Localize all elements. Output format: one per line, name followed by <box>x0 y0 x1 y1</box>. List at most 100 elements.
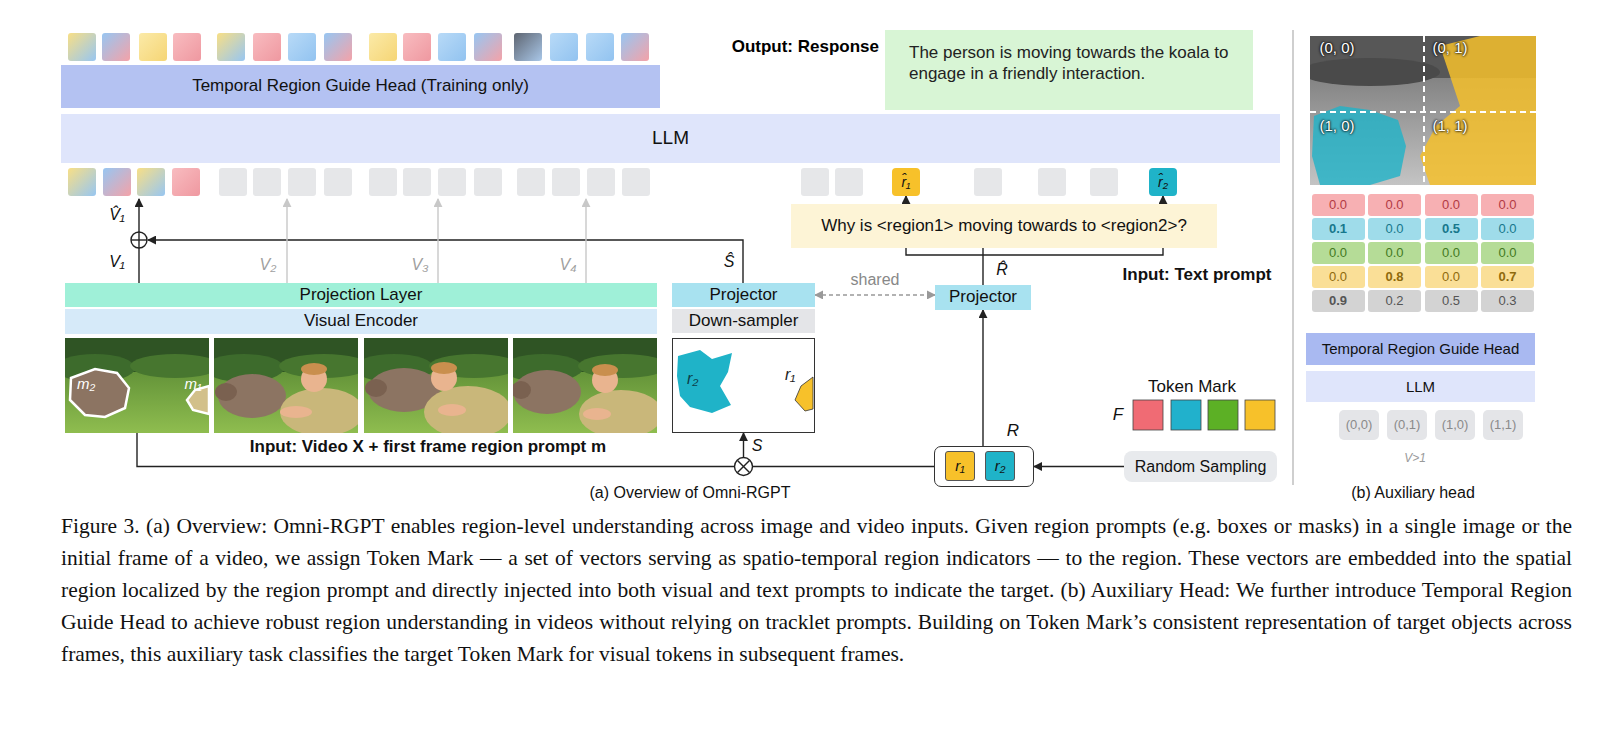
svg-rect <box>517 168 545 196</box>
svg-circle <box>131 232 147 248</box>
node-text: Projection Layer <box>300 285 423 305</box>
text-label: V₂ <box>260 255 277 274</box>
node-text: Output: Response <box>732 36 879 57</box>
svg-rect <box>253 168 281 196</box>
text-label: (0, 0) <box>1319 39 1354 57</box>
sampler-box: Down-sampler <box>672 309 815 333</box>
mask-image <box>672 338 815 433</box>
svg-rect <box>1310 36 1536 185</box>
svg-ellipse <box>215 383 237 401</box>
token-mark-squares <box>1133 400 1275 430</box>
node-text: The person is moving towards the koala t… <box>909 42 1235 85</box>
node-text: Why is <region1> moving towards to <regi… <box>821 216 1187 236</box>
svg-polyline <box>137 433 735 467</box>
bracket-line <box>906 248 1163 255</box>
svg-rect <box>1090 168 1118 196</box>
svg-rect <box>369 33 397 61</box>
svg-ellipse <box>365 379 387 397</box>
text-label: S <box>752 436 763 455</box>
svg-rect <box>217 33 245 61</box>
node-text: r̂₂ <box>1158 174 1168 191</box>
svg-rect <box>1245 400 1275 430</box>
grid-token: (0,0) <box>1339 410 1379 440</box>
node-text: LLM <box>652 127 689 150</box>
svg-polygon <box>1312 106 1406 185</box>
svg-ellipse <box>424 386 508 433</box>
response-box: Output: ResponseThe person is moving tow… <box>885 30 1253 110</box>
node-text: Temporal Region Guide Head (Training onl… <box>192 76 529 96</box>
connector <box>744 433 935 467</box>
text-label: Input: Text prompt <box>1123 265 1272 285</box>
svg-polygon <box>677 350 732 413</box>
projector-box: Projector <box>935 285 1031 310</box>
video-frame <box>65 338 209 433</box>
text-label: R̂ <box>996 260 1008 279</box>
node-text: r₂ <box>995 457 1006 475</box>
node-text: Temporal Region Guide Head <box>1322 340 1520 358</box>
table-cell: 0.8 <box>1368 266 1421 288</box>
svg-polygon <box>795 377 813 411</box>
llm-band: LLM <box>61 114 1280 163</box>
node-text: (0,1) <box>1394 417 1421 433</box>
svg-rect <box>587 168 615 196</box>
svg-line <box>437 199 438 283</box>
text-label: V₃ <box>411 255 428 274</box>
svg-ellipse <box>579 390 657 433</box>
connector <box>815 294 935 295</box>
svg-rect <box>1208 400 1238 430</box>
text-label: (1, 0) <box>1319 117 1354 135</box>
head-band: Temporal Region Guide Head (Training onl… <box>61 65 660 108</box>
svg-rect <box>102 33 130 61</box>
svg-rect <box>288 33 316 61</box>
text-label: (0, 1) <box>1432 39 1467 57</box>
svg-rect <box>550 33 578 61</box>
table-cell: 0.0 <box>1425 242 1478 264</box>
svg-rect <box>324 168 352 196</box>
process-box: Random Sampling <box>1124 451 1277 482</box>
table-cell: 0.9 <box>1312 290 1365 312</box>
svg-rect <box>172 168 200 196</box>
table-cell: 0.5 <box>1425 290 1478 312</box>
svg-ellipse <box>301 363 327 375</box>
table-cell: 0.0 <box>1368 218 1421 240</box>
region-token: r̂₂ <box>1149 168 1177 196</box>
region-token: r₂ <box>985 451 1015 481</box>
table-cell: 0.5 <box>1425 218 1478 240</box>
table-cell: 0.3 <box>1481 290 1534 312</box>
table-cell: 0.0 <box>1481 242 1534 264</box>
svg-rect <box>514 33 542 61</box>
svg-rect <box>253 33 281 61</box>
text-label: Input: Video X + first frame region prom… <box>250 437 606 457</box>
svg-line <box>138 199 139 232</box>
svg-rect <box>68 33 96 61</box>
svg-polygon <box>70 369 129 417</box>
svg-ellipse <box>279 354 358 378</box>
table-cell: 0.0 <box>1481 218 1534 240</box>
video-frame <box>513 338 657 433</box>
svg-rect <box>288 168 316 196</box>
table-cell: 0.1 <box>1312 218 1365 240</box>
grid-token: (1,1) <box>1483 410 1523 440</box>
group-box: Rr₁r₂ <box>934 446 1034 487</box>
head-band: Temporal Region Guide Head <box>1306 333 1535 365</box>
svg-line <box>138 248 139 283</box>
node-text: Random Sampling <box>1135 457 1267 476</box>
svg-rect <box>1133 400 1163 430</box>
svg-rect <box>586 33 614 61</box>
svg-rect <box>801 168 829 196</box>
text-label: m₁ <box>184 375 201 393</box>
table-cell: 0.0 <box>1368 242 1421 264</box>
svg-rect <box>835 168 863 196</box>
table-cell: 0.0 <box>1425 266 1478 288</box>
svg-polygon <box>1420 36 1536 185</box>
text-label: m₂ <box>77 375 95 393</box>
table-cell: 0.0 <box>1312 194 1365 216</box>
table-cell: 0.2 <box>1368 290 1421 312</box>
svg-ellipse <box>130 354 209 378</box>
table-cell: 0.0 <box>1312 266 1365 288</box>
svg-rect <box>474 33 502 61</box>
svg-rect <box>139 33 167 61</box>
node-text: Projector <box>949 287 1017 307</box>
svg-rect <box>622 168 650 196</box>
